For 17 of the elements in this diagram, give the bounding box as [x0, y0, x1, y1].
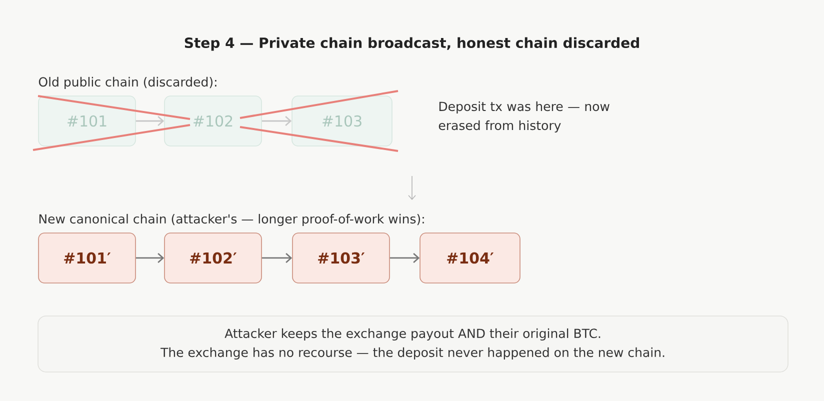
annotation-text: Deposit tx was here — now erased from history — [438, 101, 610, 133]
block-box: #104′ — [420, 232, 520, 284]
arrow — [262, 116, 292, 126]
diagram-title: Step 4 — Private chain broadcast, honest chain discarded — [184, 37, 639, 51]
arrow — [262, 252, 292, 263]
note-box: Attacker keeps the exchange payout AND their original BTC. The exchange has no recourse — the deposit never happened on the new chain. — [38, 316, 788, 372]
faded-block-box: #103 — [292, 96, 392, 146]
section-label: Old public chain (discarded): — [38, 76, 216, 90]
arrow — [136, 252, 164, 263]
faded-block-box: #101 — [38, 96, 136, 146]
section-label: New canonical chain (attacker's — longer proof-of-work wins): — [39, 214, 424, 226]
faded-block-box: #102 — [164, 96, 262, 146]
block-box: #101′ — [38, 232, 136, 284]
block-box: #103′ — [292, 232, 390, 284]
arrow — [390, 252, 420, 263]
block-box: #102′ — [164, 232, 262, 284]
arrow — [136, 116, 164, 126]
